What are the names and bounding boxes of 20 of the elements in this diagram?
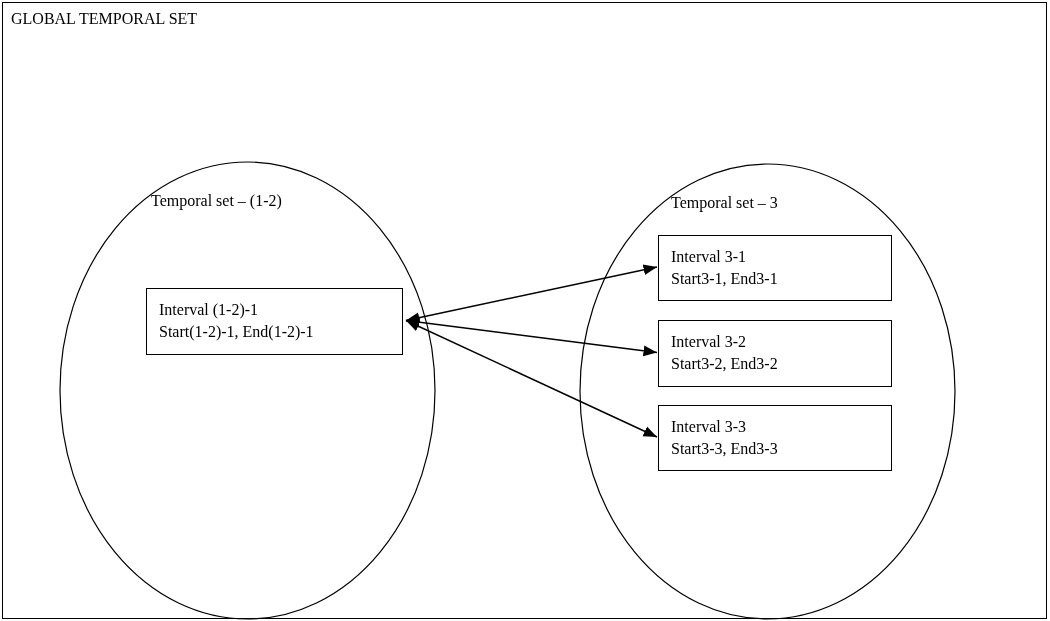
start-end-text: Start3-1, End3-1 bbox=[671, 269, 778, 289]
set-title: GLOBAL TEMPORAL SET bbox=[11, 9, 198, 29]
set-title: Temporal set – (1-2) bbox=[151, 191, 282, 211]
double-arrow bbox=[405, 319, 658, 438]
set-title: Temporal set – 3 bbox=[671, 193, 778, 213]
start-end-text: Start(1-2)-1, End(1-2)-1 bbox=[159, 322, 314, 342]
double-arrow bbox=[405, 264, 658, 323]
start-end-text: Start3-3, End3-3 bbox=[671, 439, 778, 459]
interval-box bbox=[146, 288, 403, 355]
double-arrow bbox=[405, 316, 658, 357]
interval-box bbox=[658, 235, 892, 301]
interval-box bbox=[658, 320, 892, 387]
set-ellipse bbox=[59, 161, 436, 620]
interval-name: Interval 3-1 bbox=[671, 247, 747, 267]
set-ellipse bbox=[579, 163, 956, 620]
interval-name: Interval (1-2)-1 bbox=[159, 300, 259, 320]
start-end-text: Start3-2, End3-2 bbox=[671, 354, 778, 374]
interval-name: Interval 3-2 bbox=[671, 332, 747, 352]
interval-name: Interval 3-3 bbox=[671, 417, 747, 437]
interval-box bbox=[658, 405, 892, 471]
